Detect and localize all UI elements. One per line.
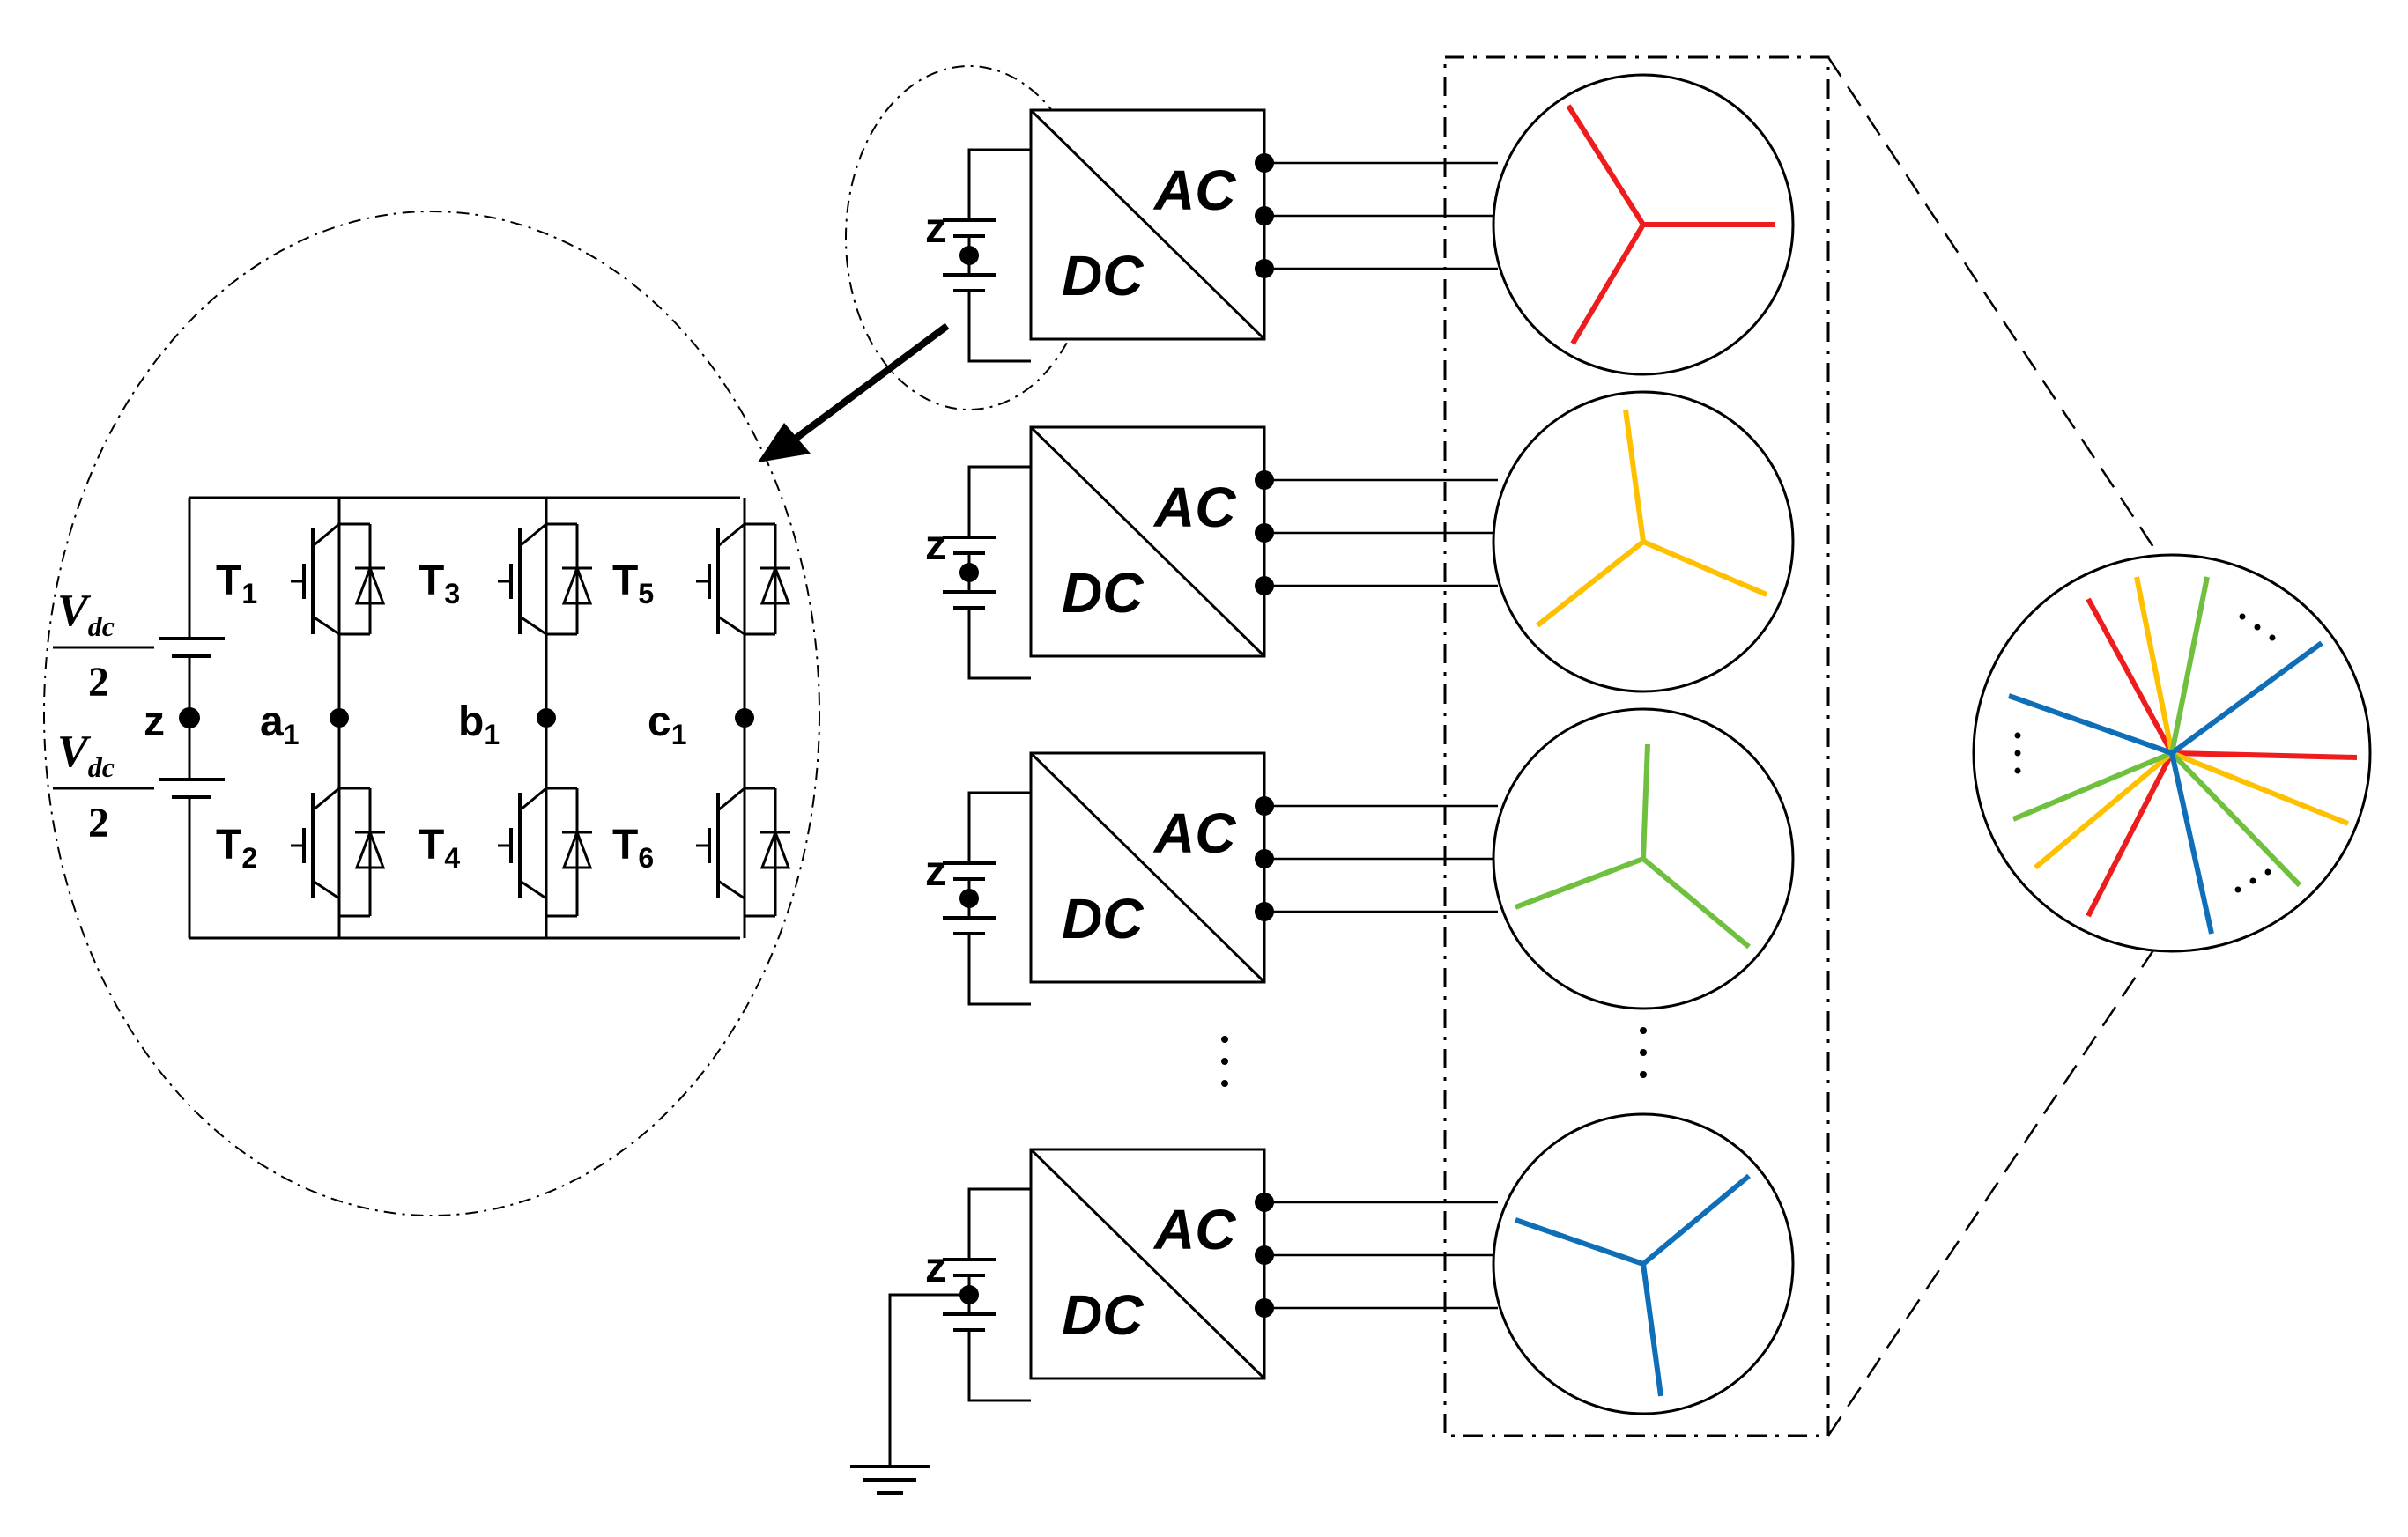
converter-3-dc: DC	[1062, 887, 1144, 950]
converter-1-z: z	[925, 205, 946, 252]
winding-set-2	[1492, 390, 1795, 693]
vdc-label-bottom: V	[57, 727, 92, 777]
phase-label-c1: c1	[648, 698, 687, 750]
winding-set-4	[1492, 1112, 1795, 1415]
converter-3-z: z	[925, 848, 946, 895]
converter-2-ac: AC	[1152, 476, 1236, 539]
fan-ellipsis-left	[2014, 732, 2021, 774]
phase-label-a1: a1	[260, 698, 300, 750]
converter-4-ac: AC	[1152, 1198, 1236, 1261]
switch-label-t4: T4	[419, 822, 460, 874]
fan-ellipsis-bottom	[2234, 868, 2271, 893]
switch-label-t5: T5	[612, 558, 654, 610]
switch-label-t1: T1	[216, 558, 257, 610]
zoom-arrow	[758, 322, 950, 462]
zoom-lines	[1826, 56, 2160, 1437]
combined-winding-circle	[1972, 553, 2372, 953]
switch-label-t6: T6	[612, 822, 654, 874]
converter-ellipsis	[1221, 1036, 1228, 1087]
inverter-circuit	[159, 496, 792, 940]
inverter-z-label: z	[144, 698, 165, 745]
switch-label-t2: T2	[216, 822, 257, 874]
vdc-denominator-top: 2	[88, 659, 109, 706]
converter-4-z: z	[925, 1245, 946, 1291]
switch-label-t3: T3	[419, 558, 460, 610]
ground-symbol	[850, 1293, 969, 1495]
converter-2-z: z	[925, 522, 946, 569]
vdc-label-top: V	[57, 586, 92, 636]
converter-3	[941, 751, 1276, 1006]
converter-4	[941, 1148, 1276, 1402]
vdc-denominator-bottom: 2	[88, 800, 109, 846]
motor-group-box	[1443, 55, 1830, 1437]
svg-text:Vdc: Vdc	[57, 586, 115, 642]
converter-1-ac: AC	[1152, 159, 1236, 222]
converter-1-dc: DC	[1062, 244, 1144, 307]
converter-2-dc: DC	[1062, 561, 1144, 624]
winding-set-1	[1492, 73, 1795, 376]
fan-ellipsis-top	[2239, 613, 2276, 641]
phase-node-dots	[179, 707, 754, 728]
converter-2	[941, 425, 1276, 680]
converter-1	[941, 108, 1276, 363]
converter-4-dc: DC	[1062, 1283, 1144, 1347]
inverter-zoom-ellipse	[43, 211, 820, 1216]
converter-3-ac: AC	[1152, 802, 1236, 865]
winding-set-3	[1492, 707, 1795, 1010]
motor-ellipsis	[1640, 1027, 1647, 1078]
phase-label-b1: b1	[458, 698, 500, 750]
svg-text:Vdc: Vdc	[57, 727, 115, 783]
phase-wires	[1264, 161, 1498, 1310]
